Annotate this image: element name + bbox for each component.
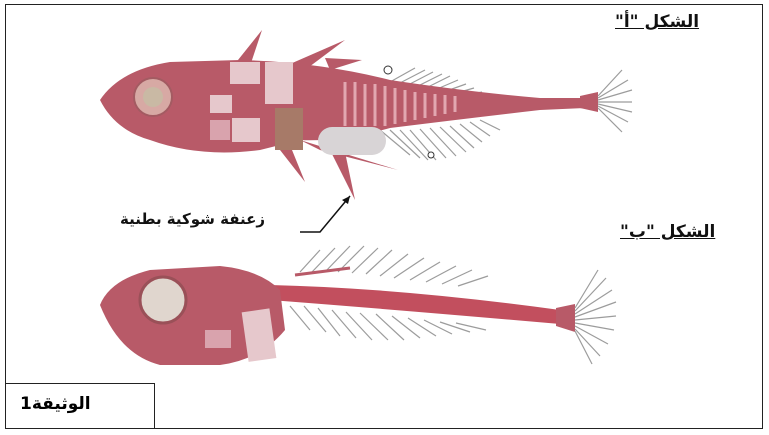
fish-a-plate-3	[265, 62, 293, 104]
fish-a-plate-4	[275, 108, 303, 150]
fish-a-plate-1	[230, 62, 260, 84]
fish-b-caudal-base	[556, 304, 575, 332]
fish-b-plate-2	[205, 330, 231, 348]
fish-a-lower-fin	[280, 150, 305, 182]
fish-a-caudal-rays	[598, 70, 632, 132]
fish-a-dot-1	[384, 66, 392, 74]
fish-a-plate-2	[210, 95, 232, 113]
fish-b-caudal-rays	[575, 270, 616, 364]
fish-a-plate-6	[210, 120, 230, 140]
fish-b-eye	[140, 277, 186, 323]
ventral-spine-annotation: زعنفة شوكية بطنية	[120, 210, 265, 228]
document-label: الوثيقة1	[20, 394, 91, 414]
figure-b-title: الشكل "ب"	[620, 222, 715, 242]
annotation-arrow	[300, 196, 350, 232]
fish-a-pupil	[143, 87, 163, 107]
document-label-box: الوثيقة1	[5, 383, 155, 429]
fish-a	[100, 30, 632, 200]
annotation-arrowhead	[342, 196, 350, 204]
fish-a-caudal-base	[580, 92, 598, 112]
fish-a-plate-5	[232, 118, 260, 142]
figure-a-title: الشكل "أ"	[615, 12, 699, 32]
fish-a-pectoral-fin	[318, 127, 386, 155]
fish-a-dot-2	[428, 152, 434, 158]
fish-b	[100, 246, 616, 365]
